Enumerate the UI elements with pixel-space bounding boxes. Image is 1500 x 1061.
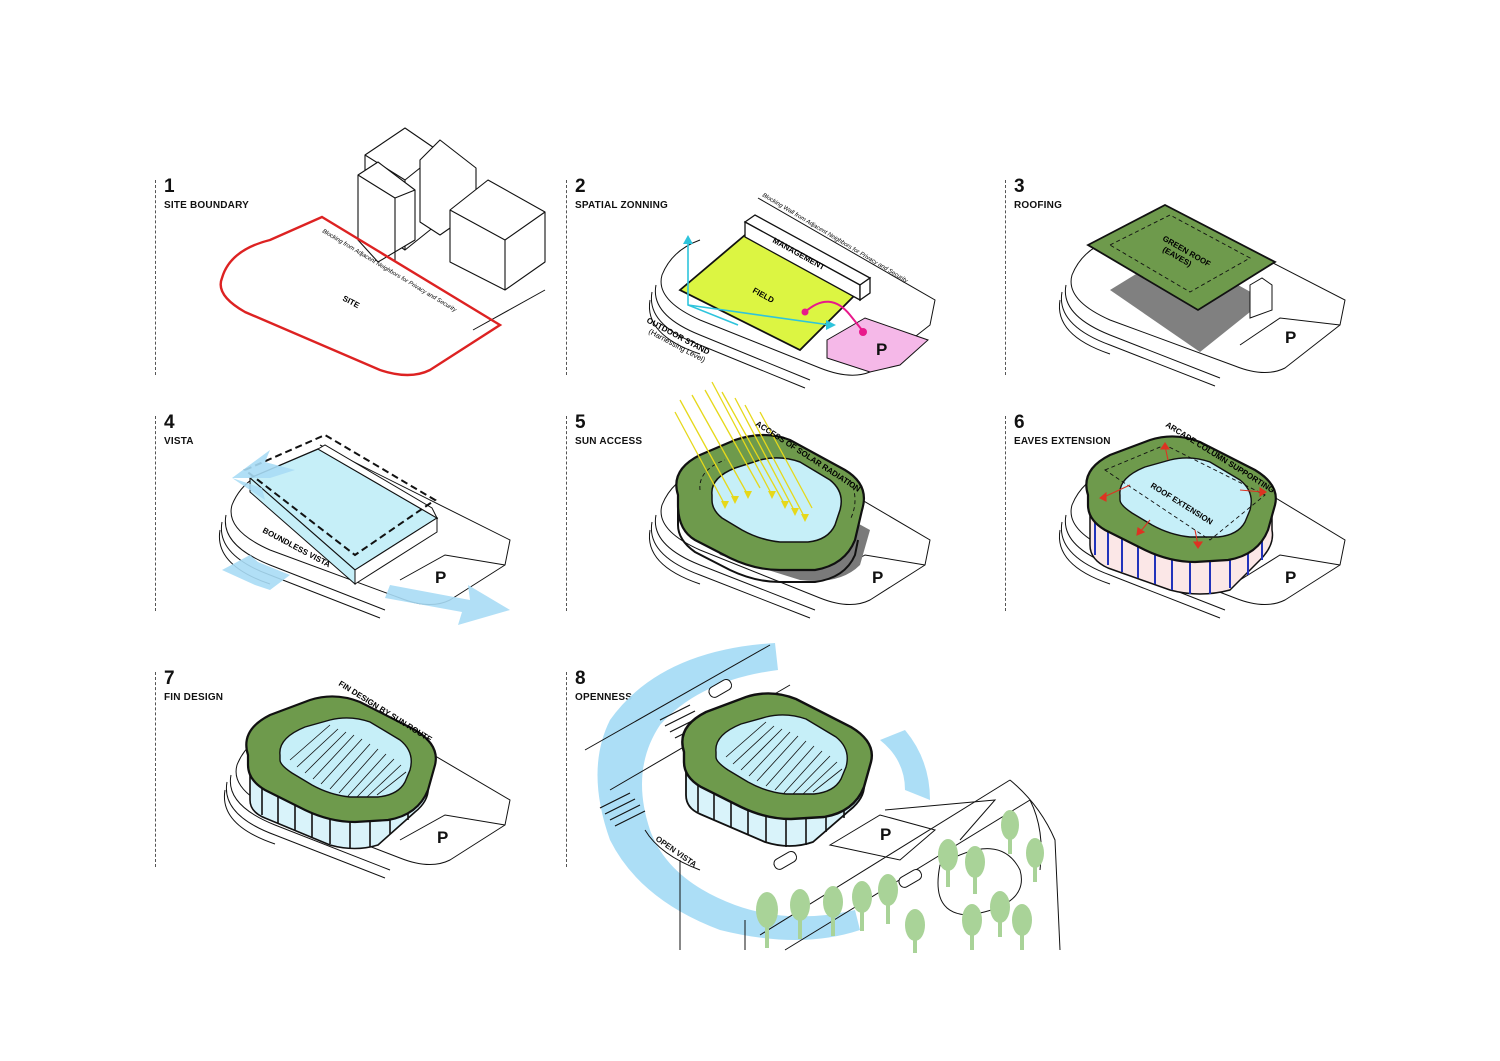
step-title: SITE BOUNDARY: [164, 200, 250, 211]
step-number: 1: [164, 176, 175, 197]
step-number: 3: [1014, 176, 1025, 197]
step-panel-8: 8 OPENNESS: [566, 668, 966, 902]
step-title: OPENNESS: [575, 692, 633, 703]
step-number: 8: [575, 668, 586, 689]
step-number: 7: [164, 668, 175, 689]
panel-separator: [155, 672, 156, 867]
panel-separator: [1005, 416, 1006, 611]
panel-separator: [566, 672, 567, 867]
panel-separator: [566, 180, 567, 375]
step-title: VISTA: [164, 436, 194, 447]
step-panel-4: 4 VISTA: [155, 412, 555, 646]
step-title: ROOFING: [1014, 200, 1063, 211]
panel-separator: [566, 416, 567, 611]
step-number: 4: [164, 412, 175, 433]
step-panel-7: 7 FIN DESIGN: [155, 668, 555, 902]
step-panel-2: 2 SPATIAL ZONNING: [566, 176, 966, 410]
step-number: 6: [1014, 412, 1025, 433]
step-panel-5: 5 SUN ACCESS: [566, 412, 966, 646]
step-title: FIN DESIGN: [164, 692, 224, 703]
step-title: EAVES EXTENSION: [1014, 436, 1111, 447]
step-panel-6: 6 EAVES EXTENSION: [1005, 412, 1405, 646]
panel-separator: [1005, 180, 1006, 375]
step-panel-3: 3 ROOFING: [1005, 176, 1405, 410]
step-title: SPATIAL ZONNING: [575, 200, 668, 211]
step-number: 5: [575, 412, 586, 433]
step-number: 2: [575, 176, 586, 197]
panel-separator: [155, 416, 156, 611]
step-panel-1: 1 SITE BOUNDARY: [155, 176, 555, 410]
panel-separator: [155, 180, 156, 375]
step-title: SUN ACCESS: [575, 436, 643, 447]
